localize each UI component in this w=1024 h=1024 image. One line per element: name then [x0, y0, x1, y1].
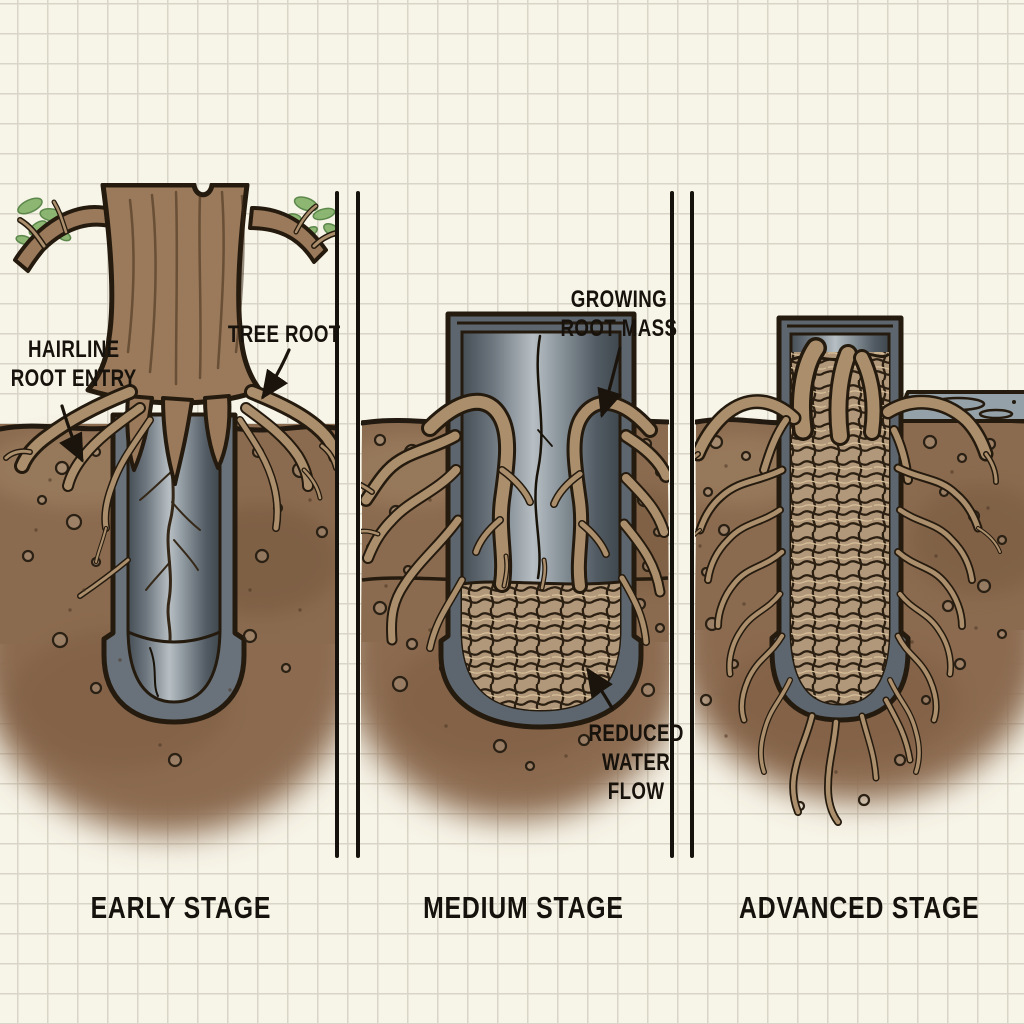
arrow-tree-root	[261, 348, 291, 400]
pipe-crack	[149, 647, 159, 697]
panel-advanced	[695, 315, 1024, 822]
annotation-line: FLOW	[607, 777, 665, 805]
sewer-pipe-medium	[438, 311, 644, 730]
panel-medium	[361, 311, 669, 820]
panel-dividers	[335, 191, 694, 858]
branch-left	[13, 199, 120, 273]
annotation-line: ROOT MASS	[560, 314, 678, 342]
annotation-line: HAIRLINE	[28, 336, 120, 363]
arrow-reduced-water-flow	[586, 667, 614, 710]
arrow-growing-root-mass	[597, 346, 622, 419]
sewer-pipe-early	[101, 412, 247, 725]
arrow-hairline-root-entry	[59, 404, 84, 463]
annotation-line: ROOT ENTRY	[11, 364, 137, 392]
tree	[6, 183, 336, 564]
annotation-line: TREE ROOT	[227, 321, 341, 348]
annotation-line: GROWING	[570, 286, 668, 313]
panel-early	[0, 183, 336, 835]
root-tangle-medium	[462, 580, 620, 710]
bark-lines	[126, 190, 245, 386]
water-ripple	[978, 408, 1014, 420]
pipe-joint-line	[127, 630, 221, 644]
annotation-line: WATER	[601, 748, 671, 776]
branch-right	[248, 203, 336, 264]
annotation-arrows-early	[59, 348, 291, 463]
pipe-crack-medium	[534, 334, 543, 580]
annotation-line: REDUCED	[588, 720, 684, 747]
annotation-arrows-medium	[586, 346, 622, 710]
